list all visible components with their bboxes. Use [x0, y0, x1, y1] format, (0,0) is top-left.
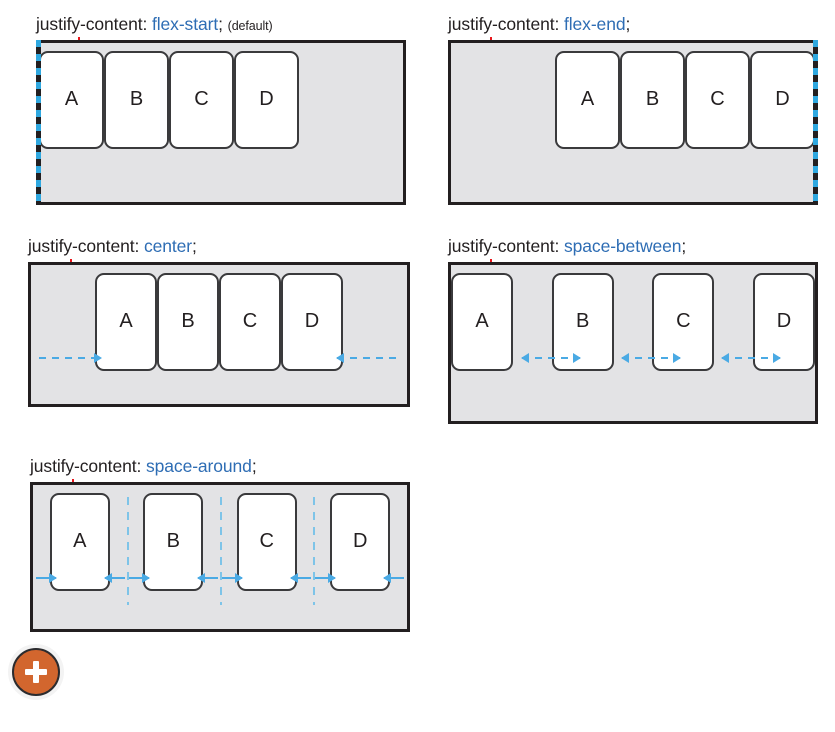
flex-item-c: C: [236, 492, 297, 591]
property-value: flex-start: [152, 14, 219, 34]
flex-item-label: D: [775, 88, 790, 110]
flex-item-c: C: [169, 50, 234, 149]
property-value: center: [144, 236, 193, 256]
flex-item-d: D: [281, 272, 343, 371]
semicolon: ;: [625, 14, 631, 34]
flex-container-space-between: A B C D: [448, 261, 818, 424]
panel-title-flex-end: justify-content: flex-end;: [448, 14, 818, 34]
flex-item-label: A: [475, 310, 489, 332]
flex-item-label: C: [194, 88, 209, 110]
flex-container-flex-start: A B C D: [36, 39, 406, 205]
flex-item-d: D: [234, 50, 299, 149]
semicolon: ;: [681, 236, 687, 256]
arrow-head-left: [621, 352, 629, 363]
property-name: justify-content:: [36, 14, 148, 34]
property-name: justify-content:: [30, 456, 142, 476]
flex-item-a: A: [49, 492, 110, 591]
flex-item-label: B: [166, 530, 180, 552]
arrow-head-left: [721, 352, 729, 363]
arrow-head-left: [521, 352, 529, 363]
edge-marker-start: [36, 39, 41, 205]
space-divider-3: [313, 496, 315, 605]
property-value: flex-end: [564, 14, 626, 34]
flex-item-d: D: [330, 492, 391, 591]
semicolon: ;: [251, 456, 257, 476]
flex-item-label: D: [259, 88, 274, 110]
semicolon: ;: [192, 236, 197, 256]
edge-marker-end: [813, 39, 818, 205]
plus-icon: [33, 661, 39, 683]
flex-item-label: B: [645, 88, 660, 110]
semicolon: ;: [218, 14, 223, 34]
flex-item-label: C: [676, 310, 691, 332]
default-note: (default): [227, 19, 273, 33]
add-button[interactable]: [12, 648, 60, 696]
flex-item-label: D: [304, 310, 320, 332]
property-name: justify-content:: [448, 14, 560, 34]
space-divider-2: [220, 496, 222, 605]
flex-item-a: A: [555, 50, 620, 149]
flex-item-c: C: [652, 272, 715, 371]
flex-item-label: D: [353, 530, 368, 552]
flex-container-space-around: A B C D: [30, 481, 410, 632]
flex-item-label: A: [580, 88, 595, 110]
flex-item-label: A: [119, 310, 133, 332]
flex-container-center: A B C D: [28, 261, 410, 407]
panel-center: justify-content: center; A B C D: [28, 236, 410, 407]
flex-item-a: A: [451, 272, 513, 371]
flex-item-b: B: [157, 272, 219, 371]
space-arrow-right: [336, 352, 399, 363]
flex-item-a: A: [39, 50, 104, 149]
space-divider-1: [127, 496, 129, 605]
panel-flex-start: justify-content: flex-start; (default) A…: [36, 14, 406, 205]
flex-item-b: B: [104, 50, 169, 149]
flex-item-label: D: [776, 310, 792, 332]
flex-item-b: B: [620, 50, 685, 149]
flex-item-label: C: [710, 88, 725, 110]
panel-title-flex-start: justify-content: flex-start; (default): [36, 14, 406, 34]
property-name: justify-content:: [28, 236, 140, 256]
panel-space-between: justify-content: space-between; A B C D: [448, 236, 818, 424]
flex-item-a: A: [95, 272, 157, 371]
flex-item-label: A: [73, 530, 87, 552]
space-arrow-left: [39, 352, 102, 363]
flex-item-label: B: [181, 310, 195, 332]
property-value: space-around: [146, 456, 252, 476]
flex-item-label: C: [242, 310, 258, 332]
flex-item-b: B: [551, 272, 614, 371]
arrow-shaft: [337, 356, 399, 359]
flex-item-label: B: [129, 88, 144, 110]
panel-flex-end: justify-content: flex-end; A B C D: [448, 14, 818, 205]
arrow-shaft: [39, 356, 101, 359]
panel-title-center: justify-content: center;: [28, 236, 410, 256]
panel-space-around: justify-content: space-around;: [30, 456, 410, 632]
panel-title-space-around: justify-content: space-around;: [30, 456, 410, 476]
flex-item-c: C: [685, 50, 750, 149]
flex-item-d: D: [752, 272, 815, 371]
flex-item-label: A: [64, 88, 79, 110]
flex-item-label: C: [259, 530, 274, 552]
property-name: justify-content:: [448, 236, 560, 256]
flex-container-flex-end: A B C D: [448, 39, 818, 205]
property-value: space-between: [564, 236, 682, 256]
flex-item-b: B: [143, 492, 204, 591]
panel-title-space-between: justify-content: space-between;: [448, 236, 818, 256]
flex-item-c: C: [219, 272, 281, 371]
flex-item-d: D: [750, 50, 815, 149]
flex-item-label: B: [575, 310, 590, 332]
